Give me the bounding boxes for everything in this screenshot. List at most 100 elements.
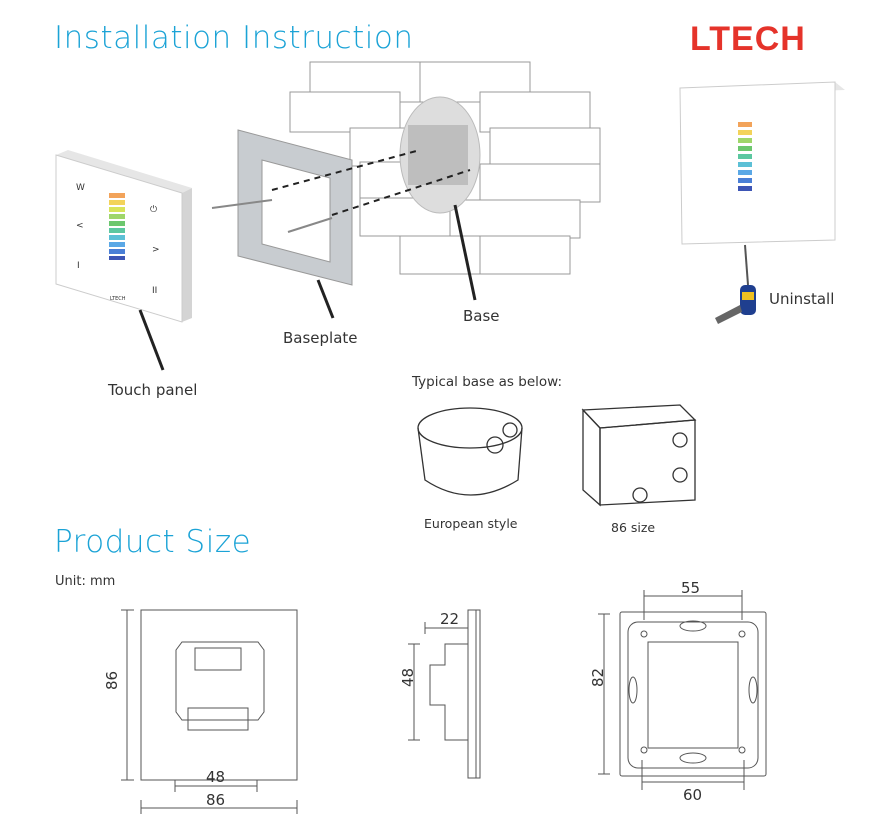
drawing-line <box>738 154 752 159</box>
drawing-line <box>582 408 601 507</box>
front-inner-width-dim: 48 <box>206 768 225 786</box>
drawing-line <box>628 676 638 704</box>
drawing-line <box>109 249 125 254</box>
front-view-drawing <box>121 609 298 814</box>
drawing-line <box>479 163 601 203</box>
ltech-logo: LTECH <box>690 20 806 58</box>
drawing-line <box>627 621 759 769</box>
label-base: Base <box>463 307 500 325</box>
drawing-line <box>632 487 648 503</box>
drawing-line <box>738 178 752 183</box>
drawing-line <box>486 436 504 454</box>
drawing-line <box>679 81 836 245</box>
drawing-line <box>742 292 754 300</box>
front-width-dim: 86 <box>206 791 225 809</box>
drawing-line <box>679 752 707 764</box>
back-height-dim: 82 <box>589 668 607 687</box>
drawing-line <box>109 256 125 260</box>
drawing-line <box>429 643 468 741</box>
drawing-line <box>453 204 477 301</box>
drawing-line <box>187 707 249 731</box>
product-size-title: Product Size <box>54 524 252 560</box>
drawing-line <box>109 242 125 247</box>
back-view-drawing <box>598 590 767 790</box>
drawing-line <box>109 193 125 198</box>
drawing-line <box>738 122 752 127</box>
drawing-line <box>619 611 767 777</box>
drawing-line <box>109 207 125 212</box>
drawing-line <box>56 150 192 193</box>
label-uninstall: Uninstall <box>769 290 835 308</box>
drawing-line <box>738 186 752 191</box>
drawing-line <box>417 407 523 449</box>
button-i-icon: I <box>77 261 80 271</box>
drawing-line <box>211 199 273 209</box>
european-base-illustration <box>417 407 523 496</box>
drawing-line <box>672 432 688 448</box>
drawing-line <box>640 630 648 638</box>
drawing-line <box>271 149 421 191</box>
brick-wall <box>289 61 601 275</box>
drawing-line <box>289 91 401 133</box>
unit-label: Unit: mm <box>55 574 116 589</box>
drawing-line <box>109 228 125 233</box>
button-w-icon: W <box>76 183 85 193</box>
drawing-line <box>489 127 601 167</box>
power-icon: ⏻ <box>150 204 157 215</box>
86-size-base-illustration <box>581 404 697 507</box>
drawing-line <box>738 146 752 151</box>
drawing-line <box>138 309 165 371</box>
drawing-line <box>182 188 192 322</box>
drawing-line <box>109 221 125 226</box>
chevron-right-icon: > <box>152 245 160 255</box>
touch-panel-illustration: W ⏻ < > I II LTECH <box>55 150 192 371</box>
drawing-line <box>140 609 298 781</box>
drawing-line <box>175 641 265 721</box>
drawing-line <box>647 641 739 749</box>
drawing-line <box>109 235 125 240</box>
drawing-line <box>109 200 125 205</box>
button-ii-icon: II <box>152 286 157 296</box>
baseplate-illustration <box>211 129 471 319</box>
drawing-line <box>672 467 688 483</box>
color-bar <box>109 193 125 260</box>
arrow-icon <box>715 305 742 324</box>
drawing-line <box>417 427 523 496</box>
drawing-line <box>502 422 518 438</box>
drawing-line <box>679 620 707 632</box>
drawing-line <box>261 159 331 263</box>
drawing-line <box>479 91 591 133</box>
drawing-line <box>467 609 481 779</box>
back-top-width-dim: 55 <box>681 579 700 597</box>
drawing-line <box>109 214 125 219</box>
typical-base-title: Typical base as below: <box>412 374 562 390</box>
label-86-size: 86 size <box>611 520 656 535</box>
label-baseplate: Baseplate <box>283 329 358 347</box>
drawing-line <box>287 217 333 233</box>
panel-brand: LTECH <box>110 296 126 302</box>
drawing-line <box>738 746 746 754</box>
back-bottom-width-dim: 60 <box>683 786 702 804</box>
drawing-line <box>738 630 746 638</box>
front-height-dim: 86 <box>103 671 121 690</box>
chevron-left-icon: < <box>76 221 84 231</box>
drawing-line <box>194 647 242 671</box>
drawing-line <box>744 244 749 286</box>
drawing-line <box>599 419 696 506</box>
drawing-line <box>738 122 752 191</box>
drawing-line <box>449 199 581 239</box>
drawing-line <box>640 746 648 754</box>
drawing-line <box>331 169 471 216</box>
drawing-line <box>408 125 468 185</box>
installation-title: Installation Instruction <box>54 20 414 56</box>
side-height-dim: 48 <box>399 668 417 687</box>
drawing-line <box>738 130 752 135</box>
drawing-line <box>479 235 571 275</box>
side-depth-dim: 22 <box>440 610 459 628</box>
uninstall-panel-illustration <box>679 81 845 324</box>
side-view-drawing <box>408 609 481 779</box>
drawing-line <box>738 138 752 143</box>
drawing-line <box>738 162 752 167</box>
base-box-illustration <box>399 96 481 301</box>
